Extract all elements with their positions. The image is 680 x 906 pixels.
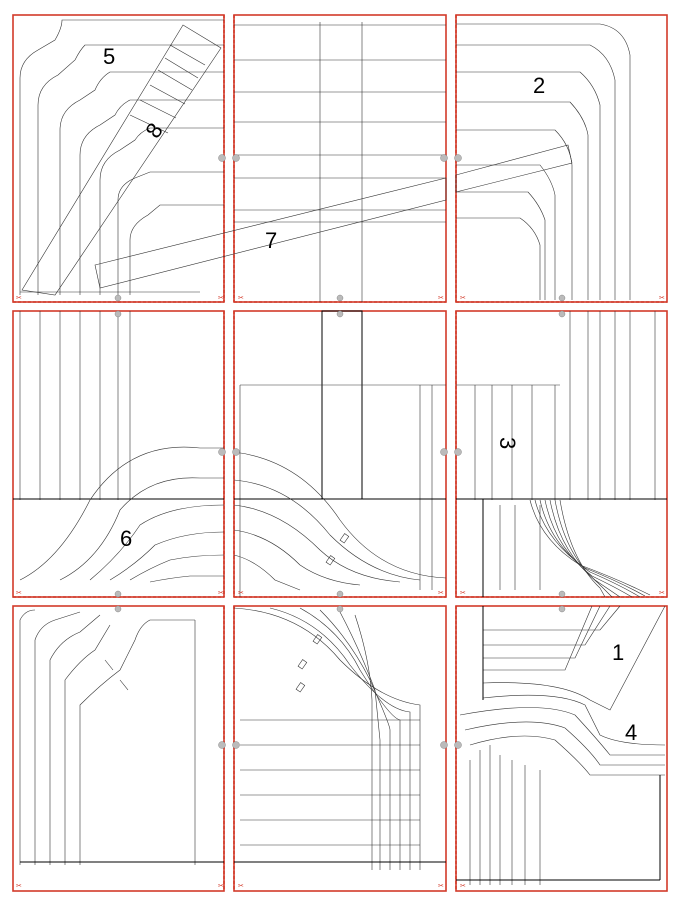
- tile-r1-c1: ✂ ✂ 5 8: [12, 14, 226, 303]
- scissors-icon: ✂: [438, 294, 444, 302]
- scissors-icon: ✂: [218, 294, 224, 302]
- tile-r3-c3: ✂ 1 4: [454, 605, 668, 892]
- scissors-icon: ✂: [16, 589, 22, 597]
- scissors-icon: ✂: [659, 294, 665, 302]
- scissors-icon: ✂: [218, 882, 224, 890]
- piece-label-3: 3: [495, 437, 520, 449]
- piece-label-1: 1: [612, 640, 624, 665]
- tile-r2-c1: ✂ ✂ 6: [12, 310, 226, 598]
- piece-label-7: 7: [265, 228, 277, 253]
- piece-label-8: 8: [140, 118, 168, 142]
- piece-label-5: 5: [103, 44, 115, 69]
- scissors-icon: ✂: [460, 882, 466, 890]
- scissors-icon: ✂: [238, 589, 244, 597]
- piece-label-4: 4: [625, 720, 637, 745]
- scissors-icon: ✂: [16, 882, 22, 890]
- scissors-icon: ✂: [438, 882, 444, 890]
- scissors-icon: ✂: [16, 294, 22, 302]
- scissors-icon: ✂: [238, 882, 244, 890]
- tile-r1-c3: ✂ ✂ 2: [454, 14, 668, 303]
- tile-r3-c1: ✂ ✂: [12, 605, 226, 892]
- scissors-icon: ✂: [460, 294, 466, 302]
- scissors-icon: ✂: [659, 589, 665, 597]
- scissors-icon: ✂: [438, 589, 444, 597]
- scissors-icon: ✂: [460, 589, 466, 597]
- scissors-icon: ✂: [218, 589, 224, 597]
- piece-label-2: 2: [533, 73, 545, 98]
- tile-r1-c2: ✂ ✂ 7: [94, 14, 448, 303]
- piece-label-6: 6: [120, 526, 132, 551]
- scissors-icon: ✂: [238, 294, 244, 302]
- tile-r2-c3: ✂ ✂ 3: [454, 310, 668, 598]
- tile-r2-c2: ✂ ✂: [232, 310, 448, 598]
- tile-r3-c2: ✂ ✂: [232, 605, 448, 892]
